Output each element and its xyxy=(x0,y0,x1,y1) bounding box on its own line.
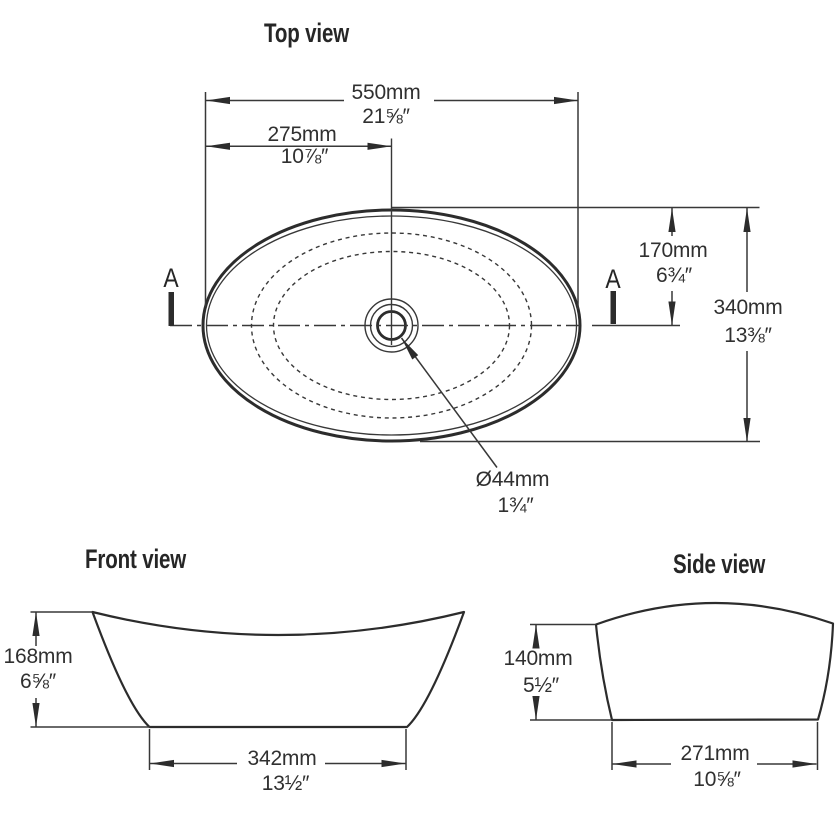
dim-271-mm-label: 271mm xyxy=(680,742,750,766)
dim-drain-mm-label: Ø44mm xyxy=(475,468,550,492)
section-cut-bar-right xyxy=(610,291,616,324)
dim-170 xyxy=(668,208,676,326)
dim-168 xyxy=(30,611,150,728)
dim-170-inch-label: 6¾″ xyxy=(655,263,693,287)
front-view-title: Front view xyxy=(85,544,187,574)
front-basin-outline xyxy=(91,610,466,729)
top-view-title: Top view xyxy=(264,17,350,48)
dim-271-inch-label: 10⅝″ xyxy=(693,768,741,792)
dim-168-mm-label: 168mm xyxy=(3,644,73,668)
dim-550-mm-label: 550mm xyxy=(351,80,421,104)
dim-140 xyxy=(530,623,612,721)
dim-342 xyxy=(148,729,407,770)
side-basin-outline xyxy=(594,601,835,722)
dim-340 xyxy=(391,206,760,443)
dim-275-mm-label: 275mm xyxy=(267,122,337,146)
dim-168-inch-label: 6⅝″ xyxy=(19,669,57,693)
section-cut-bar-left xyxy=(168,292,174,326)
dim-drain-inch-label: 1¾″ xyxy=(497,493,534,517)
dim-140-inch-label: 5½″ xyxy=(522,673,560,697)
front-view-drawing xyxy=(30,610,466,770)
dim-550-inch-label: 21⅝″ xyxy=(362,105,410,129)
dim-140-mm-label: 140mm xyxy=(503,646,573,670)
dim-340-inch-label: 13⅜″ xyxy=(724,323,772,347)
section-marker-a-right: A xyxy=(605,263,621,294)
section-marker-a-left: A xyxy=(163,262,179,293)
drain-leader xyxy=(400,337,498,468)
top-view-drawing xyxy=(168,92,760,468)
dim-275-inch-label: 10⅞″ xyxy=(280,145,329,169)
dim-342-inch-label: 13½″ xyxy=(261,772,310,796)
side-view-drawing xyxy=(530,601,835,770)
dim-342-mm-label: 342mm xyxy=(247,746,317,770)
dim-271 xyxy=(611,722,819,770)
side-view-title: Side view xyxy=(673,549,766,580)
dim-170-mm-label: 170mm xyxy=(638,238,708,262)
dim-550 xyxy=(204,92,579,309)
dim-275 xyxy=(206,142,392,150)
dim-340-mm-label: 340mm xyxy=(713,296,783,320)
